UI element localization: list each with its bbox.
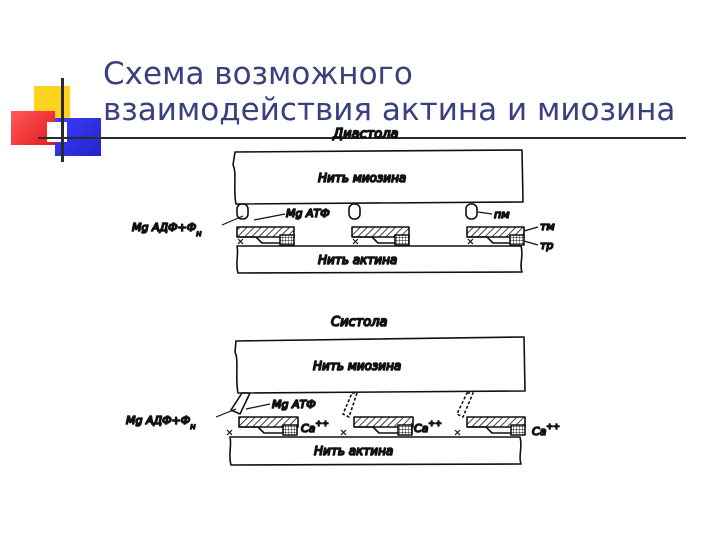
troponin-unit — [236, 226, 295, 246]
actin-label-systole: Нить актина — [314, 444, 393, 458]
diastole-heading: Диастола — [332, 127, 399, 142]
diastole-panel: Диастола Нить миозина — [131, 126, 556, 274]
mg-adp-pointer — [221, 215, 244, 226]
ca-ion-label: Ca++ — [414, 419, 442, 435]
troponin-unit — [351, 226, 410, 246]
troponin-unit — [466, 226, 525, 246]
tr-pointer — [523, 240, 539, 246]
mg-adp-label-diastole: Mg АДФ+Фн — [132, 221, 201, 238]
mg-adp-label-systole: Mg АДФ+Фн — [126, 414, 195, 431]
myosin-filament-diastole — [232, 149, 524, 205]
title-underline — [38, 137, 686, 139]
decor-vertical-line — [61, 78, 64, 162]
mg-adp-pointer — [215, 408, 237, 418]
myosin-label-systole: Нить миозина — [313, 359, 401, 373]
ca-ion-label: Ca++ — [532, 422, 560, 438]
actin-filament-diastole — [236, 245, 523, 274]
ca-ion-label: Ca++ — [301, 419, 329, 435]
myosin-head — [348, 203, 361, 220]
pm-label: пм — [494, 208, 510, 221]
myosin-label-diastole: Нить миозина — [318, 171, 406, 185]
systole-panel: Систола Нить миозина — [125, 314, 561, 466]
mg-atp-pointer — [245, 403, 271, 410]
actin-filament-systole — [229, 436, 522, 466]
mg-atp-label-systole: Mg АТФ — [272, 398, 316, 411]
binding-site-markers — [237, 238, 474, 245]
myosin-head-attached — [230, 392, 251, 415]
troponin-unit — [353, 416, 414, 436]
pm-pointer — [477, 211, 493, 215]
myosin-head-attached — [342, 392, 358, 418]
myosin-head — [465, 203, 478, 220]
tm-pointer — [523, 226, 539, 232]
slide-title: Схема возможного взаимодействия актина и… — [103, 56, 675, 128]
systole-heading: Систола — [331, 315, 388, 330]
myosin-head-attached — [456, 392, 474, 418]
tm-label: тм — [540, 220, 555, 233]
actin-label-diastole: Нить актина — [318, 253, 397, 267]
mg-atp-label-diastole: Mg АТФ — [286, 207, 330, 220]
myosin-filament-systole — [234, 336, 526, 394]
slide-title-line-1: Схема возможного — [103, 56, 413, 92]
myosin-head — [236, 203, 249, 220]
mg-atp-pointer — [253, 213, 286, 221]
troponin-unit — [238, 416, 299, 436]
tr-label: тр — [540, 239, 553, 252]
slide-title-line-2: взаимодействия актина и миозина — [103, 92, 676, 128]
troponin-unit — [466, 416, 526, 436]
binding-site-markers — [226, 429, 461, 436]
